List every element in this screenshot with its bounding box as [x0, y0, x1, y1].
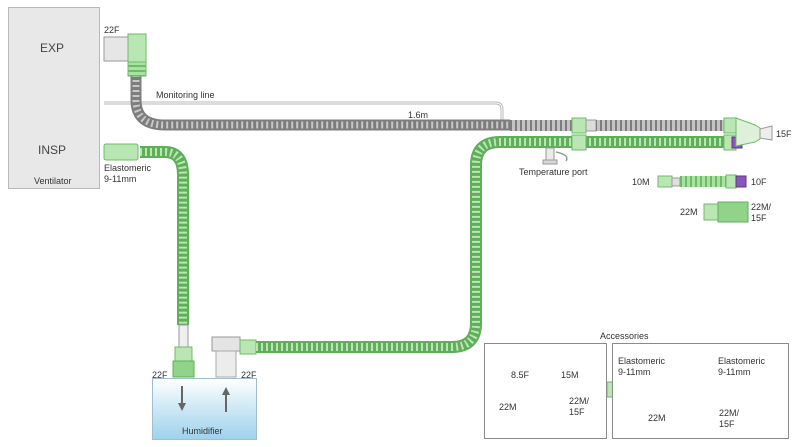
elastomeric-label-line2: 9-11mm [104, 174, 137, 184]
adapter-part [703, 201, 749, 223]
wye-port-label: 15F [776, 129, 792, 139]
acc-elastomeric-left-line2: 9-11mm [618, 367, 651, 377]
acc-elastomeric-right-line1: Elastomeric [718, 356, 766, 366]
humidifier-up-arrow-icon [222, 387, 230, 412]
accessories-box-connectors [484, 343, 607, 439]
temperature-port-label: Temperature port [519, 167, 588, 177]
acc-connector2-right-label-line1: 22M/ [569, 396, 590, 406]
acc-connector3-right-label-line2: 15F [719, 419, 735, 429]
humidifier-left-port-label: 22F [152, 370, 168, 380]
monitoring-line-label: Monitoring line [156, 90, 215, 100]
ventilator-label: Ventilator [34, 176, 72, 186]
acc-elastomeric-right-line2: 9-11mm [718, 367, 751, 377]
elastomeric-label-line1: Elastomeric [104, 163, 152, 173]
exp-connector-label: 22F [104, 25, 120, 35]
acc-connector1-right-label: 15M [561, 370, 579, 380]
acc-connector1-left-label: 8.5F [511, 370, 530, 380]
wye-connector [735, 117, 761, 147]
humidifier-label: Humidifier [182, 426, 223, 436]
acc-connector3-left-label: 22M [648, 413, 666, 423]
length-label: 1.6m [408, 110, 429, 120]
adapter-left-label: 22M [680, 207, 698, 217]
insp-label: INSP [38, 143, 67, 157]
inspiratory-tube [140, 146, 189, 325]
humidifier-to-wye-tube [256, 136, 730, 353]
extension-left-label: 10M [632, 177, 650, 187]
ventilator-box [8, 7, 100, 189]
acc-connector2-right-label-line2: 15F [569, 407, 585, 417]
exp-connector [103, 36, 133, 62]
acc-connector2-left-label: 22M [499, 402, 517, 412]
extension-right-label: 10F [751, 177, 767, 187]
humidifier-right-port-label: 22F [241, 370, 257, 380]
acc-connector3-right-label-line1: 22M/ [719, 408, 740, 418]
acc-elastomeric-left-line1: Elastomeric [618, 356, 666, 366]
exp-label: EXP [40, 41, 65, 55]
accessories-box-elastomeric [612, 343, 789, 439]
humidifier-box [152, 378, 257, 440]
adapter-right-label-line1: 22M/ [751, 202, 772, 212]
humidifier-down-arrow-icon [178, 386, 186, 411]
extension-tube-part [657, 174, 747, 189]
adapter-right-label-line2: 15F [751, 213, 767, 223]
accessories-title: Accessories [600, 331, 649, 341]
